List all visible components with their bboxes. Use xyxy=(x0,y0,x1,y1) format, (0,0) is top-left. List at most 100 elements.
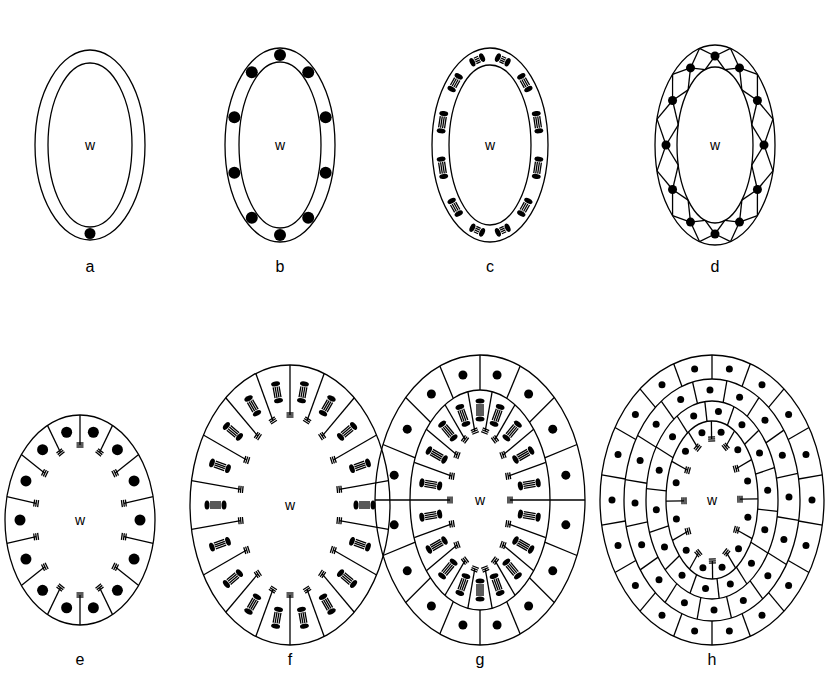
spindle-fibre xyxy=(496,410,500,421)
cell-wall xyxy=(226,574,258,612)
nucleus xyxy=(20,554,31,565)
spindle-fibre xyxy=(301,387,303,398)
phragmoplast-mark xyxy=(271,586,277,590)
spindle-fibre xyxy=(492,409,496,420)
spindle-fibre xyxy=(345,573,353,580)
nucleus xyxy=(653,421,660,428)
nucleus xyxy=(686,218,695,227)
phragmoplast-mark xyxy=(683,497,684,504)
stage-letter: d xyxy=(711,258,720,276)
phragmoplast-mark xyxy=(248,546,250,553)
cell-wall xyxy=(124,537,153,544)
cell-wall xyxy=(751,542,768,553)
cell-wall xyxy=(495,405,515,440)
nucleus xyxy=(548,566,557,575)
phragmoplast-mark xyxy=(287,416,294,417)
spindle-fibre xyxy=(536,117,538,128)
spindle-fibre xyxy=(277,387,279,398)
phragmoplast-mark xyxy=(125,533,127,540)
dividing-nucleus xyxy=(300,623,310,629)
nucleus xyxy=(764,572,771,579)
cell-wall xyxy=(640,557,658,570)
cell-wall xyxy=(727,407,734,426)
cell-wall xyxy=(711,355,712,379)
phragmoplast-mark xyxy=(59,584,64,588)
spindle-fibre xyxy=(277,613,279,624)
phragmoplast-mark xyxy=(681,497,682,504)
phragmoplast-mark xyxy=(33,533,35,540)
phragmoplast-mark xyxy=(685,497,686,504)
spindle-fibre xyxy=(433,545,443,551)
nucleus xyxy=(615,451,622,458)
cell-wall xyxy=(124,497,153,504)
spindle-fibre xyxy=(520,202,524,209)
phragmoplast-mark xyxy=(736,526,738,533)
nucleus xyxy=(756,449,763,456)
phragmoplast-mark xyxy=(500,452,502,459)
spindle-fibre xyxy=(210,501,221,502)
nucleus xyxy=(668,96,677,105)
phragmoplast-mark xyxy=(509,497,510,504)
nucleus xyxy=(673,479,680,486)
phragmoplast-mark xyxy=(121,533,123,540)
cell-wall xyxy=(485,569,492,608)
nucleus xyxy=(673,516,680,523)
spindle-fibre xyxy=(445,117,447,128)
spindle-fibre xyxy=(441,116,443,127)
spindle-fibre xyxy=(460,410,464,421)
spindle-fibre xyxy=(475,230,479,232)
spindle-fibre xyxy=(458,411,462,422)
spindle-fibre xyxy=(458,578,462,589)
dividing-nucleus xyxy=(494,227,502,237)
phragmoplast-mark xyxy=(738,527,740,534)
spindle-fibre xyxy=(523,480,535,482)
nucleus xyxy=(659,612,666,619)
phragmoplast-mark xyxy=(500,541,502,548)
phragmoplast-mark xyxy=(458,541,460,548)
phragmoplast-mark xyxy=(319,570,323,576)
cell-wall xyxy=(322,574,354,612)
spindle-fibre xyxy=(476,60,480,62)
nucleus xyxy=(493,621,502,630)
cell-wall xyxy=(626,522,647,527)
phragmoplast-mark xyxy=(96,452,101,456)
nucleus xyxy=(659,381,666,388)
cell-wall xyxy=(507,602,520,634)
cell-wall xyxy=(339,481,388,490)
dividing-nucleus xyxy=(274,397,284,403)
spindle-fibre xyxy=(299,613,301,624)
cell-wall xyxy=(758,509,778,511)
spindle-fibre xyxy=(356,539,366,543)
cell-wall xyxy=(7,497,36,504)
spindle-fibre xyxy=(538,116,540,127)
nucleus xyxy=(302,212,314,224)
cell-wall xyxy=(638,435,657,447)
cell-layer xyxy=(646,401,778,599)
phragmoplast-mark xyxy=(739,496,740,503)
vacuole-label: w xyxy=(285,497,295,513)
phragmoplast-mark xyxy=(709,560,716,562)
phragmoplast-mark xyxy=(723,548,727,554)
spindle-fibre xyxy=(443,117,445,128)
nucleus xyxy=(802,542,809,549)
nucleus xyxy=(638,541,645,548)
spindle-fibre xyxy=(247,403,253,413)
phragmoplast-mark xyxy=(508,520,509,527)
spindle-fibre xyxy=(456,202,460,209)
nucleus xyxy=(403,425,412,434)
dividing-nucleus xyxy=(271,381,281,387)
phragmoplast-mark xyxy=(449,497,450,504)
cell-wall xyxy=(602,475,626,479)
nucleus xyxy=(726,627,733,634)
phragmoplast-mark xyxy=(481,566,487,569)
nucleus xyxy=(802,451,809,458)
cell-wall xyxy=(192,521,241,530)
phragmoplast-mark xyxy=(77,594,84,595)
nucleus xyxy=(524,602,533,611)
phragmoplast-mark xyxy=(708,436,715,438)
nucleus xyxy=(727,581,734,588)
phragmoplast-mark xyxy=(506,520,507,527)
cell-wall xyxy=(723,381,727,403)
cell-wall xyxy=(640,389,655,407)
cell-wall xyxy=(545,542,577,555)
